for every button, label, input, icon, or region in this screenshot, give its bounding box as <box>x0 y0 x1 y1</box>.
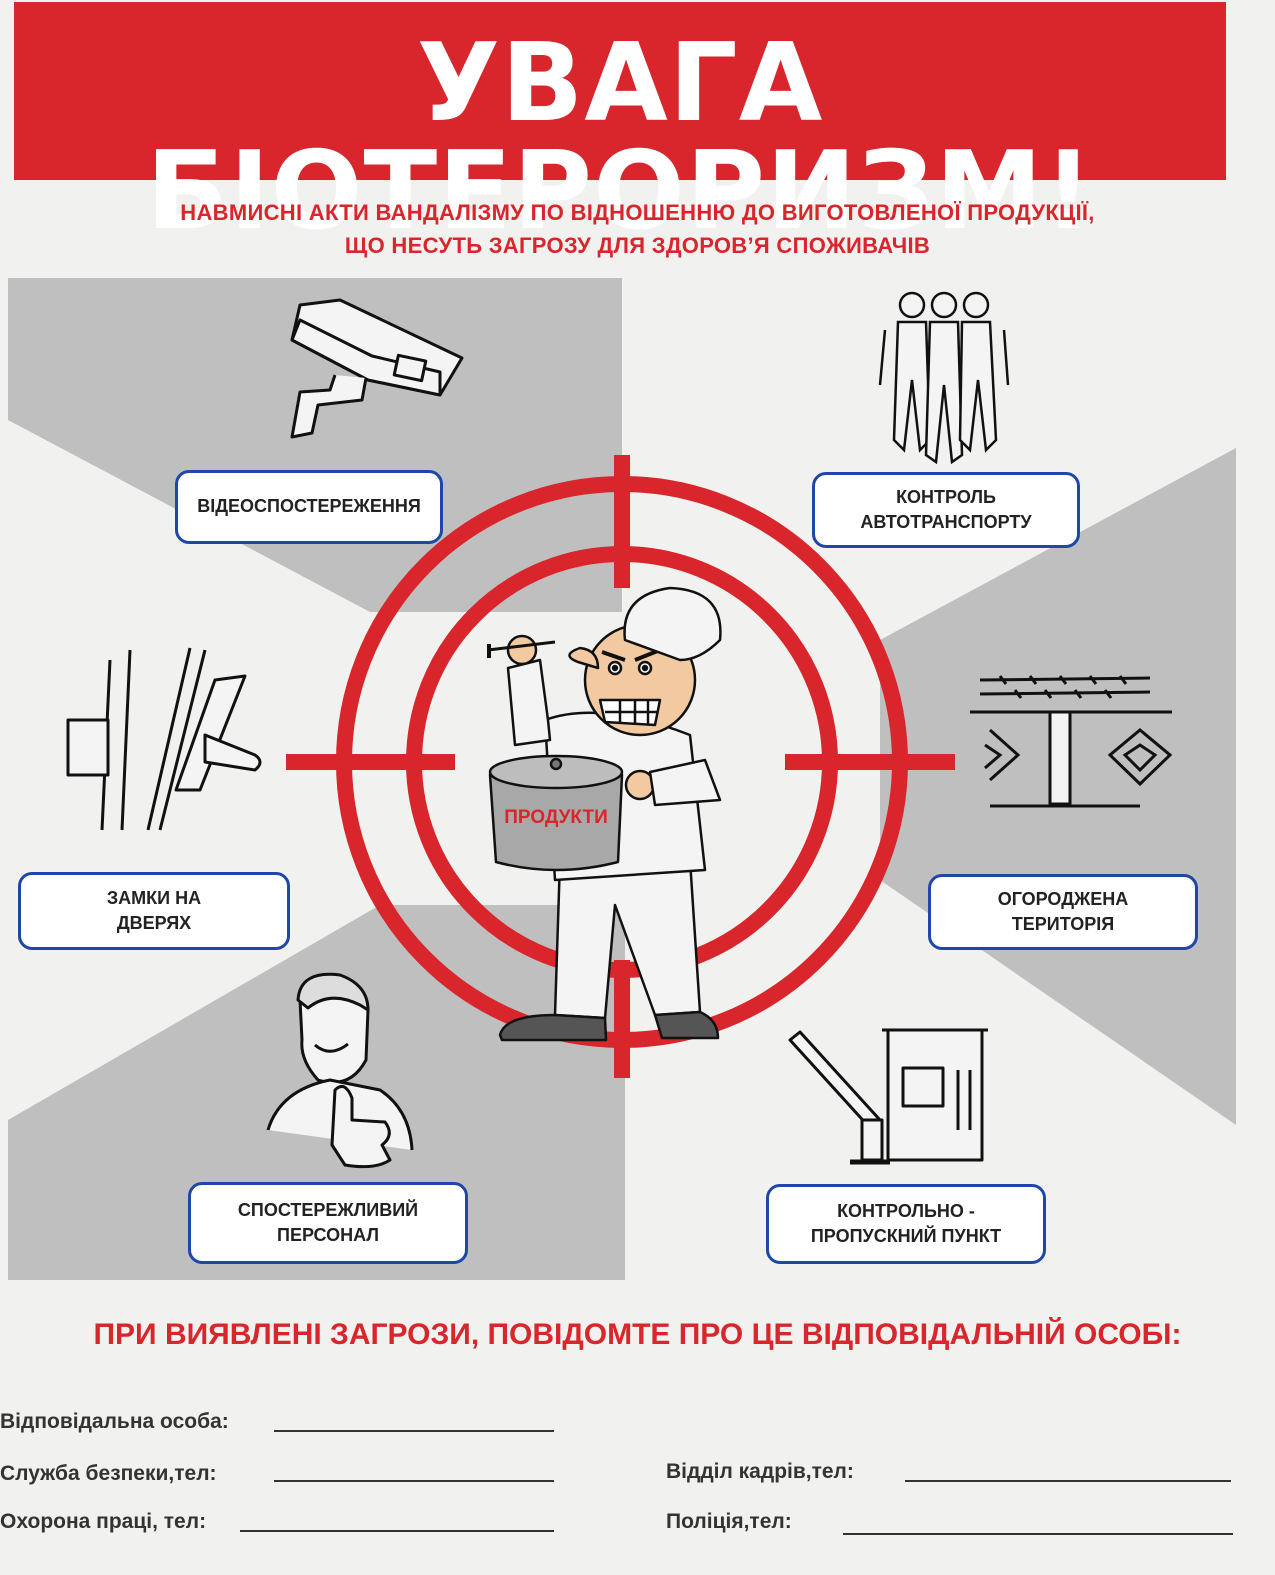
security-guards-icon <box>878 291 1010 465</box>
field-police-label: Поліція,тел: <box>666 1510 792 1533</box>
label-vehicle-control: КОНТРОЛЬ АВТОТРАНСПОРТУ <box>812 472 1080 548</box>
label-vehicle-line-1: КОНТРОЛЬ <box>896 486 996 507</box>
field-security-line[interactable] <box>274 1480 554 1482</box>
report-notice: ПРИ ВИЯВЛЕНІ ЗАГРОЗИ, ПОВІДОМТЕ ПРО ЦЕ В… <box>93 1318 1182 1351</box>
field-security-label: Служба безпеки,тел: <box>0 1462 217 1485</box>
pot-label: ПРОДУКТИ <box>504 807 608 828</box>
field-hr-label: Відділ кадрів,тел: <box>666 1460 854 1483</box>
field-responsible-label: Відповідальна особа: <box>0 1410 229 1433</box>
label-locks-line-2: ДВЕРЯХ <box>116 913 192 933</box>
field-police-line[interactable] <box>843 1533 1233 1535</box>
label-observant-staff: СПОСТЕРЕЖЛИВИЙ ПЕРСОНАЛ <box>188 1182 468 1264</box>
fenced-territory-icon <box>970 675 1173 808</box>
observant-staff-icon <box>266 972 414 1169</box>
label-video-text: ВІДЕОСПОСТЕРЕЖЕННЯ <box>197 496 421 517</box>
label-fence-line-1: ОГОРОДЖЕНА <box>997 888 1129 909</box>
label-fenced-territory: ОГОРОДЖЕНА ТЕРИТОРІЯ <box>928 874 1198 950</box>
field-safety-label: Охорона праці, тел: <box>0 1510 207 1533</box>
label-vehicle-line-2: АВТОТРАНСПОРТУ <box>860 512 1032 532</box>
label-checkpoint: КОНТРОЛЬНО - ПРОПУСКНИЙ ПУНКТ <box>766 1184 1046 1264</box>
label-video-surveillance: ВІДЕОСПОСТЕРЕЖЕННЯ <box>175 470 443 544</box>
label-staff-line-1: СПОСТЕРЕЖЛИВИЙ <box>237 1199 419 1220</box>
cctv-camera-icon <box>290 298 464 439</box>
checkpoint-booth-icon <box>788 1028 988 1165</box>
poster-title: УВАГА БІОТЕРОРИЗМ! <box>146 21 1094 254</box>
label-door-locks: ЗАМКИ НА ДВЕРЯХ <box>18 872 290 950</box>
label-locks-line-1: ЗАМКИ НА <box>106 887 202 908</box>
subtitle-line-1: НАВМИСНІ АКТИ ВАНДАЛІЗМУ ПО ВІДНОШЕННЮ Д… <box>180 200 1095 225</box>
poster-artwork: ПРОДУКТИ <box>8 278 1236 1280</box>
angry-cook-icon: ПРОДУКТИ <box>487 586 722 1042</box>
title-banner: УВАГА БІОТЕРОРИЗМ! <box>14 2 1226 246</box>
door-lock-icon <box>66 647 262 831</box>
label-checkpoint-line-1: КОНТРОЛЬНО - <box>837 1200 975 1221</box>
subtitle-line-2: ЩО НЕСУТЬ ЗАГРОЗУ ДЛЯ ЗДОРОВ’Я СПОЖИВАЧІ… <box>344 233 931 258</box>
label-staff-line-2: ПЕРСОНАЛ <box>277 1225 379 1245</box>
field-responsible-line[interactable] <box>274 1430 554 1432</box>
target-crosshair-icon <box>286 455 955 1078</box>
field-hr-line[interactable] <box>905 1480 1231 1482</box>
label-checkpoint-line-2: ПРОПУСКНИЙ ПУНКТ <box>810 1226 1002 1246</box>
field-safety-line[interactable] <box>240 1530 554 1532</box>
label-fence-line-2: ТЕРИТОРІЯ <box>1011 914 1115 934</box>
